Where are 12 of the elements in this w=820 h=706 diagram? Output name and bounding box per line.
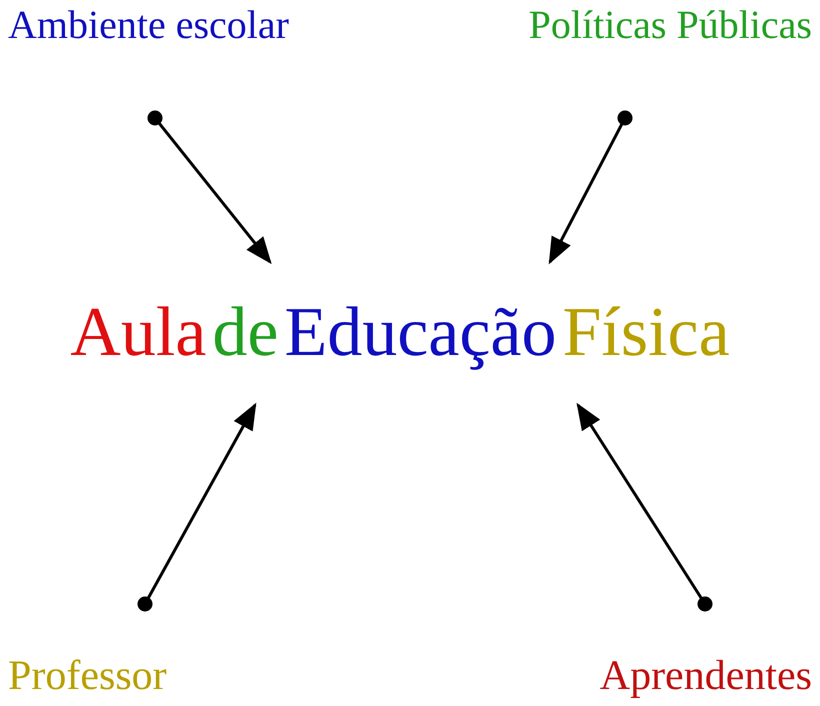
title-word: Física — [562, 293, 730, 374]
title-word: de — [212, 293, 278, 374]
arrow — [576, 402, 712, 612]
concept-label: Aprendentes — [600, 652, 812, 700]
concept-label: Professor — [8, 652, 167, 700]
title-word: Aula — [70, 293, 206, 374]
title-word: Educação — [284, 293, 556, 374]
arrow — [548, 110, 632, 264]
arrow — [138, 402, 256, 612]
concept-label: Políticas Públicas — [528, 2, 812, 48]
arrow — [148, 110, 272, 264]
concept-label: Ambiente escolar — [8, 2, 289, 48]
